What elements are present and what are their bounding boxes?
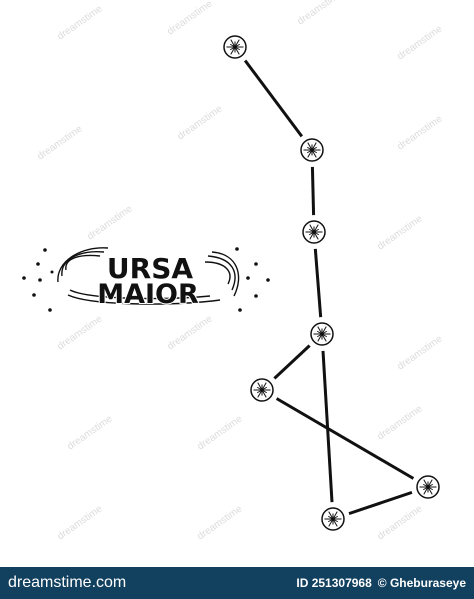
watermark-text: dreamstime bbox=[375, 403, 424, 442]
constellation-line bbox=[320, 333, 335, 520]
title-dots-icon bbox=[22, 247, 270, 312]
star-burst-icon bbox=[305, 317, 339, 352]
watermark-text: dreamstime bbox=[55, 3, 104, 42]
brand-logo[interactable]: dreamstime .com bbox=[8, 574, 126, 592]
title-line-2: MAIOR bbox=[97, 279, 199, 310]
constellation-line bbox=[261, 388, 429, 489]
constellation-line bbox=[233, 46, 314, 151]
watermark-text: dreamstime bbox=[375, 503, 424, 542]
watermark-text: dreamstime bbox=[175, 103, 224, 142]
constellation-diagram: dreamstime dreamstime dreamstime dreamstime… bbox=[22, 0, 445, 542]
watermark-text: dreamstime bbox=[295, 0, 344, 27]
watermark-text: dreamstime bbox=[395, 333, 444, 372]
star-burst-icon bbox=[297, 215, 331, 250]
image-credits: ID 251307968 © Gheburaseye bbox=[296, 576, 466, 590]
star-burst-icon bbox=[316, 502, 350, 537]
constellation-lines bbox=[233, 46, 429, 521]
watermark-text: dreamstime bbox=[165, 0, 214, 37]
constellation-stars bbox=[218, 30, 445, 537]
image-author: © Gheburaseye bbox=[377, 576, 466, 590]
star-burst-icon bbox=[295, 133, 329, 168]
star-burst-icon bbox=[411, 470, 445, 505]
constellation-line bbox=[312, 231, 324, 335]
watermark-text: dreamstime bbox=[165, 313, 214, 352]
title-swoosh-icon bbox=[57, 247, 240, 305]
watermark-text: dreamstime bbox=[395, 113, 444, 152]
watermark-text: dreamstime bbox=[195, 413, 244, 452]
image-id: ID 251307968 bbox=[296, 576, 372, 590]
title-line-1: URSA bbox=[107, 252, 193, 285]
star-burst-icon bbox=[218, 30, 252, 65]
watermark-text: dreamstime bbox=[375, 213, 424, 252]
watermark-text: dreamstime bbox=[195, 503, 244, 542]
watermark-text: dreamstime bbox=[55, 503, 104, 542]
brand-suffix: .com bbox=[91, 574, 127, 591]
watermark-text: dreamstime bbox=[395, 23, 444, 62]
watermark-text: dreamstime bbox=[85, 203, 134, 242]
brand-prefix: dreamstime bbox=[8, 574, 92, 591]
stock-footer: dreamstime .com ID 251307968 © Gheburase… bbox=[0, 567, 474, 599]
diagram-canvas: dreamstime dreamstime dreamstime dreamstime… bbox=[22, 0, 445, 542]
constellation-title: URSA MAIOR bbox=[22, 247, 270, 312]
watermark-text: dreamstime bbox=[55, 313, 104, 352]
watermark-text: dreamstime bbox=[65, 413, 114, 452]
star-burst-icon bbox=[245, 373, 279, 408]
watermark-text: dreamstime bbox=[35, 123, 84, 162]
